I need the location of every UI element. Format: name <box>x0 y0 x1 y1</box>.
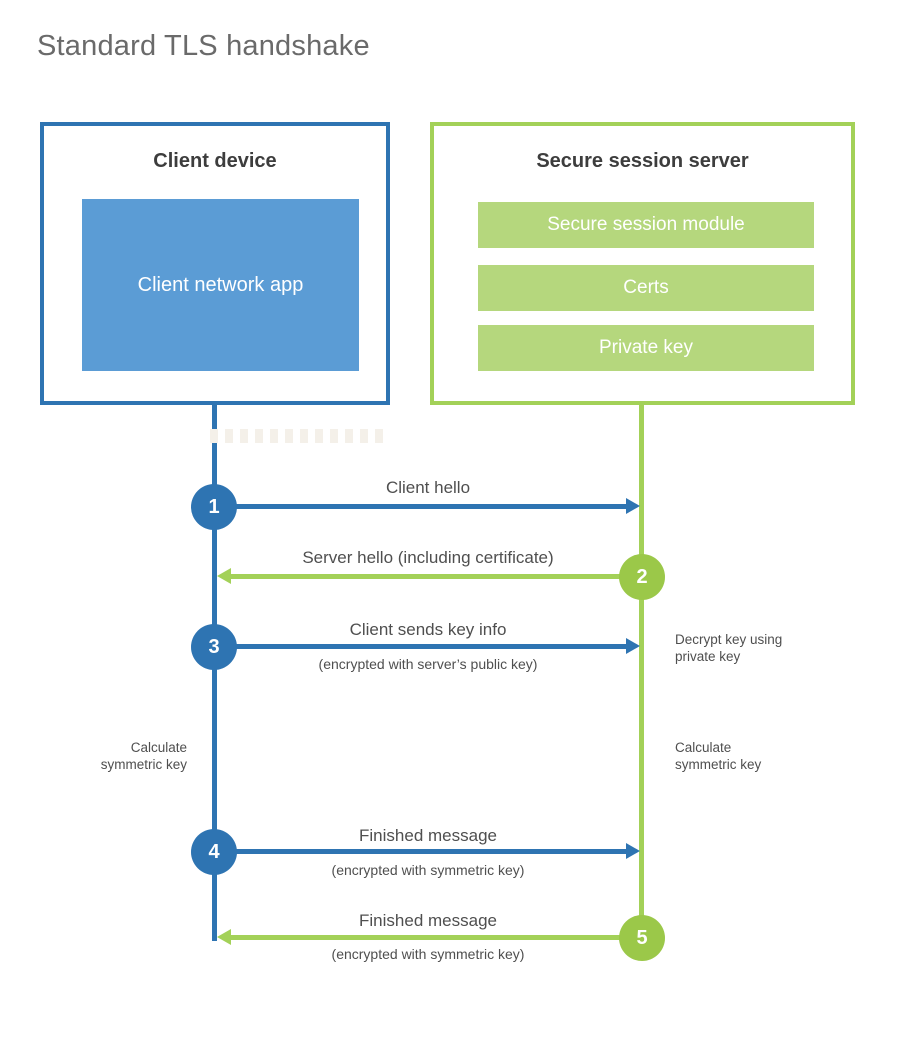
secure-session-server-title: Secure session server <box>536 150 749 172</box>
client-lifeline <box>212 404 217 941</box>
server-lifeline <box>639 404 644 940</box>
module-bar-secure-session-module: Secure session module <box>478 202 814 248</box>
note-calculate-symmetric-key-left: Calculate symmetric key <box>100 740 187 772</box>
step4-arrow <box>214 849 626 854</box>
step1-arrow <box>214 504 626 509</box>
client-network-app-label: Client network app <box>137 273 304 296</box>
step2-arrowhead-left-icon <box>217 568 231 584</box>
step5-sublabel: (encrypted with symmetric key) <box>331 946 525 962</box>
step-circle-4: 4 <box>191 829 237 875</box>
step3-label: Client sends key info <box>349 620 507 639</box>
step4-arrowhead-right-icon <box>626 843 640 859</box>
step-circle-5: 5 <box>619 915 665 961</box>
step1-arrowhead-right-icon <box>626 498 640 514</box>
step3-arrowhead-right-icon <box>626 638 640 654</box>
step-circle-3: 3 <box>191 624 237 670</box>
secure-session-server-box: Secure session server Secure session mod… <box>430 122 855 405</box>
note-calculate-symmetric-key-right: Calculate symmetric key <box>675 740 762 772</box>
step5-arrow <box>231 935 642 940</box>
faint-dashed-line <box>210 429 390 443</box>
step-circle-1: 1 <box>191 484 237 530</box>
step3-sublabel: (encrypted with server’s public key) <box>318 656 538 672</box>
step2-label: Server hello (including certificate) <box>302 548 554 567</box>
module-bar-private-key: Private key <box>478 325 814 371</box>
client-device-title: Client device <box>153 150 277 172</box>
step5-label: Finished message <box>359 911 497 930</box>
step4-sublabel: (encrypted with symmetric key) <box>331 862 525 878</box>
diagram-title: Standard TLS handshake <box>37 30 370 62</box>
step4-label: Finished message <box>359 826 497 845</box>
module-bar-certs: Certs <box>478 265 814 311</box>
step3-arrow <box>214 644 626 649</box>
note-decrypt-key: Decrypt key using private key <box>675 632 783 664</box>
client-device-box: Client device Client network app <box>40 122 390 405</box>
step-circle-2: 2 <box>619 554 665 600</box>
step5-arrowhead-left-icon <box>217 929 231 945</box>
step1-label: Client hello <box>385 478 471 497</box>
step2-arrow <box>231 574 642 579</box>
client-network-app-box: Client network app <box>82 199 359 371</box>
